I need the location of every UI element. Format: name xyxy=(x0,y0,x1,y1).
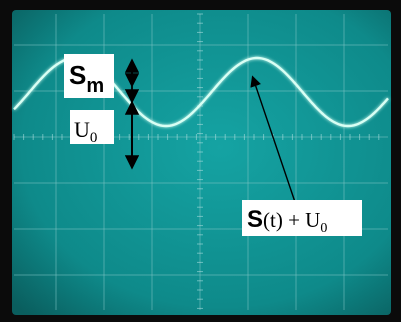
amplitude-label: Sm xyxy=(69,60,104,97)
pointer-arrow-icon xyxy=(250,75,297,206)
offset-label: U0 xyxy=(74,117,97,146)
signal-label: S(t) + U0 xyxy=(247,206,327,236)
amplitude-label-box xyxy=(64,54,114,98)
offset-label-box xyxy=(70,110,114,144)
signal-label-box xyxy=(242,200,362,236)
